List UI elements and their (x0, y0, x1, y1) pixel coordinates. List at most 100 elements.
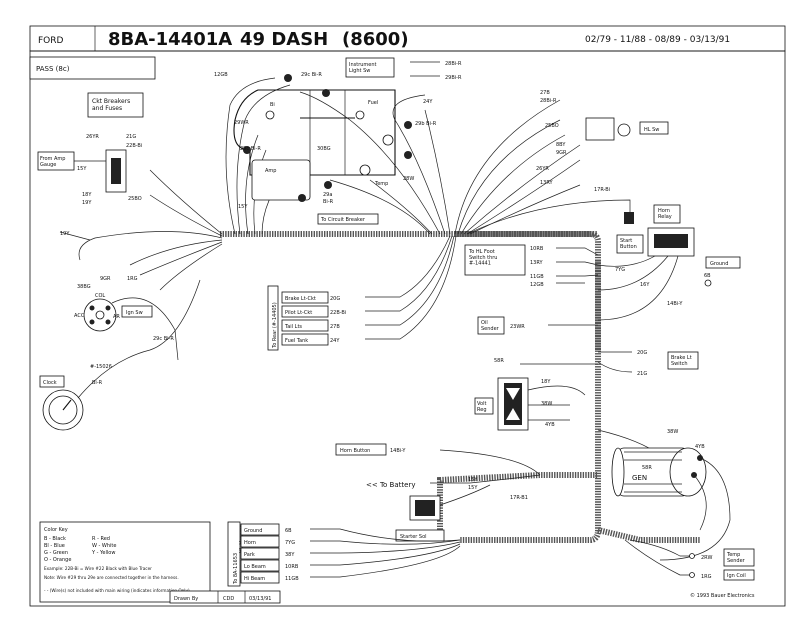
start-button-box (616, 234, 644, 254)
wire-label: 1RG (127, 276, 138, 282)
hl-harness-rows: Ground Horn Park Lo Beam Hi Beam 6B 7YG … (240, 523, 461, 584)
wire-label: Bi-R (92, 380, 103, 386)
wire-label: 4YB (545, 422, 555, 428)
wire-label: 26YR (536, 166, 549, 172)
wire-label: 27B (330, 324, 340, 330)
color-key-cell: W - White (92, 543, 116, 549)
oil-sender-box (477, 316, 505, 335)
wire-label: 20G (330, 296, 340, 302)
tail-lts-label: Tail Lts (284, 324, 302, 330)
hl-sw-label: HL Sw (644, 127, 659, 133)
to-circuit-breaker-label: To Circuit Breaker (320, 217, 366, 223)
rear-connectors (281, 235, 457, 346)
wire-label: 23WR (510, 324, 525, 330)
wire-label: 38W (667, 429, 678, 435)
temp-sender-box (723, 548, 755, 567)
footer-date: 03/13/91 (249, 596, 271, 602)
color-key-legend: - - (Wire(s) not included with main wiri… (44, 588, 190, 593)
top-connectors (243, 61, 440, 159)
to-hl-foot-switch-box (464, 244, 526, 276)
ign-coil-box (723, 569, 755, 581)
color-key-cell: O - Orange (44, 557, 71, 563)
hl-row-wire: 11GB (285, 576, 299, 582)
wire-label: 28Bi-R (540, 98, 557, 104)
wire-label: 18Y (82, 192, 92, 198)
wire-label: 24Y (330, 338, 340, 344)
wire-labels: 12GB 29c Bi-R 28Bi-R 29Bi-R 24Y 29WR 29b… (60, 61, 712, 580)
wire-label: 6B (704, 273, 711, 279)
clock-part-label: #-15026 (90, 364, 112, 370)
wire-label: 58R (494, 358, 504, 364)
to-circuit-breaker-box (317, 213, 379, 225)
wire-label: 28Bi-R (445, 61, 462, 67)
footer-box (169, 590, 281, 604)
hl-row-wire: 6B (285, 528, 292, 534)
ign-sw-label: Ign Sw (126, 310, 143, 316)
wire-label: 4YB (695, 444, 705, 450)
drawn-by-label: Drawn By (174, 596, 198, 602)
wire-label: 13RY (530, 260, 544, 266)
hl-row-wire: 7YG (285, 540, 295, 546)
hl-row-label: Park (244, 552, 255, 558)
wire-label: 29WR (234, 120, 249, 126)
to-rear-label: To Rear (#-14405) (272, 302, 278, 349)
header-code: (8600) (342, 29, 409, 50)
ground-label: Ground (710, 261, 728, 267)
hl-row-wire: 10RB (285, 564, 299, 570)
color-key-note: Note: Wire #29 thru 29e are connected to… (44, 575, 179, 580)
fuel-tank-label: Fuel Tank (285, 338, 308, 344)
drawn-by-value: CDD (223, 596, 234, 602)
ign-coil-label: Ign Coil (727, 573, 746, 579)
acc-label: ACC (74, 313, 85, 319)
to-hl-harness-box (227, 521, 241, 587)
wire-label: 14Bi-Y (390, 448, 406, 454)
wire-label: 9GR (100, 276, 111, 282)
wire-label: 9GR (556, 150, 567, 156)
color-key-cell: Y - Yellow (91, 550, 115, 556)
wire-label: 29a (323, 192, 332, 198)
wire-label: 38BG (77, 284, 91, 290)
gauge-temp-label: Temp (374, 181, 388, 187)
wire-label: 15Y (77, 166, 87, 172)
to-rear-box (267, 285, 279, 351)
subtitle-box (29, 56, 156, 80)
clock-label: Clock (43, 380, 57, 386)
wire-label: 21G (637, 371, 647, 377)
header-part-number: 8BA-14401A (108, 29, 232, 50)
wire-label: 18Y (541, 379, 551, 385)
circuit-breakers-label-box (87, 92, 144, 118)
wire-label: 25BO (128, 196, 142, 202)
wire-label: 19Y (82, 200, 92, 206)
wire-label: 14Bi-Y (667, 301, 683, 307)
instrument-light-sw-box (345, 57, 395, 78)
color-key-cell: G - Green (44, 550, 68, 556)
wire-label: 58R (642, 465, 652, 471)
wire-label: 24Y (423, 99, 433, 105)
color-key-cell: B - Black (44, 536, 66, 542)
wire-label: 12GB (214, 72, 228, 78)
wire-label: 10RB (530, 246, 544, 252)
gauge-amp-label: Amp (265, 168, 276, 174)
color-key-box (39, 521, 211, 603)
brake-lt-switch-box (667, 351, 699, 370)
wire-label: 13RY (540, 180, 554, 186)
wire-label: 2RW (701, 555, 712, 561)
ar-label: AR (113, 314, 120, 320)
hl-row-wire: 38Y (285, 552, 295, 558)
color-key-cell: Bl - Blue (44, 543, 65, 549)
generator (611, 447, 707, 497)
ground-box (705, 256, 741, 269)
wire-label: 30BG (317, 146, 331, 152)
diagram-border (29, 50, 786, 607)
brake-lt-ckt-label: Brake Lt-Ckt (285, 296, 316, 302)
horn-button-label: Horn Button (340, 448, 370, 454)
to-battery-label: << To Battery (366, 481, 415, 489)
wire-label: 29c Bi-R (240, 146, 261, 152)
